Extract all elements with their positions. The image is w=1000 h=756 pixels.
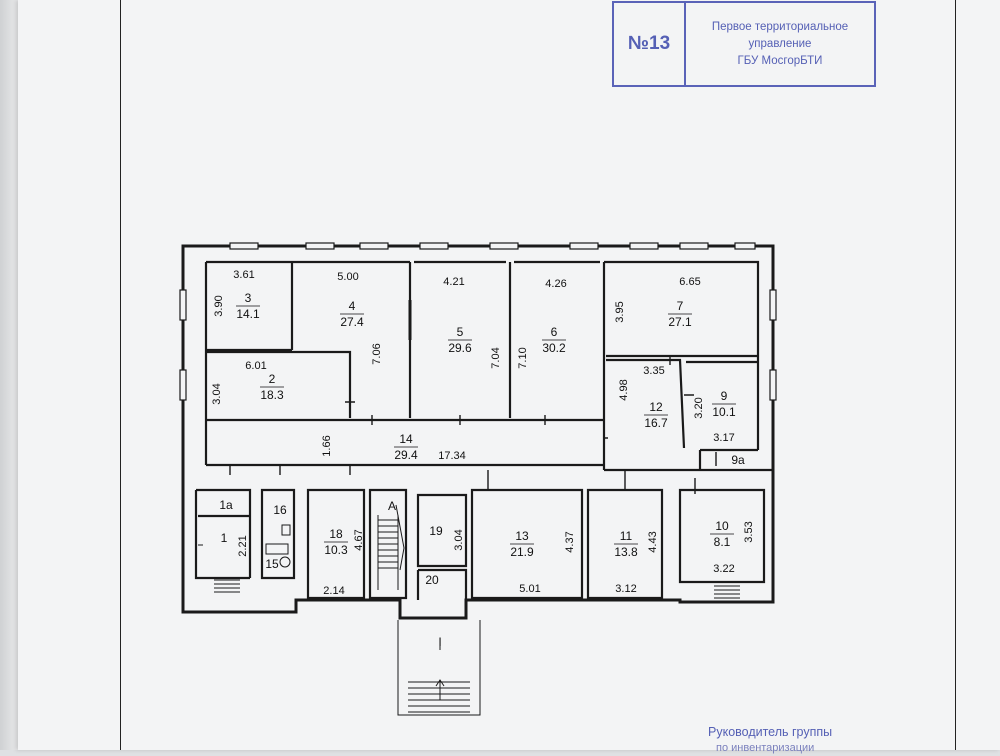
dim-17-34: 17.34 xyxy=(438,450,466,462)
room-7-number: 7 xyxy=(677,299,684,313)
room-2-number: 2 xyxy=(269,372,276,386)
dim-6-01: 6.01 xyxy=(245,360,266,372)
bath-fixtures xyxy=(198,524,291,568)
dim-4-98: 4.98 xyxy=(618,379,630,400)
org-line-3: ГБУ МосгорБТИ xyxy=(737,54,823,67)
room-14-number: 14 xyxy=(399,432,413,446)
hatches xyxy=(214,300,740,599)
dim-3-61: 3.61 xyxy=(233,269,254,281)
bti-stamp: №13 Первое территориальное управление ГБ… xyxy=(612,1,876,87)
footer-line-1: Руководитель группы xyxy=(708,725,833,739)
dim-4-21: 4.21 xyxy=(443,276,464,288)
room-12-number: 12 xyxy=(649,400,663,414)
room-5-area: 29.6 xyxy=(448,341,472,355)
room-1-label: 1 xyxy=(221,531,228,545)
room-16-label: 16 xyxy=(273,503,287,517)
stair-a-label: A xyxy=(388,499,396,513)
room-11-number: 11 xyxy=(620,529,633,543)
dim-3-17: 3.17 xyxy=(713,432,734,444)
windows-top xyxy=(179,242,777,401)
dim-3-20: 3.20 xyxy=(693,397,705,418)
dim-7-10: 7.10 xyxy=(517,347,529,368)
room-3-number: 3 xyxy=(245,291,252,305)
dim-2-14: 2.14 xyxy=(323,585,344,597)
room-13-number: 13 xyxy=(515,529,529,543)
dim-4-37: 4.37 xyxy=(564,531,576,552)
room-11-area: 13.8 xyxy=(614,545,638,559)
room-labels: 3 14.1 4 27.4 5 29.6 6 30.2 7 27.1 2 18.… xyxy=(236,291,736,559)
room-20-label: 20 xyxy=(425,573,439,587)
dim-7-06: 7.06 xyxy=(371,343,383,364)
stairs xyxy=(377,504,481,716)
room-14-area: 29.4 xyxy=(394,448,418,462)
room-9a-label: 9a xyxy=(731,453,745,467)
room-18-number: 18 xyxy=(329,527,343,541)
dimension-labels: 3.61 5.00 4.21 4.26 6.65 6.01 3.35 3.17 … xyxy=(211,269,755,597)
dim-3-53: 3.53 xyxy=(743,521,755,542)
room-19-label: 19 xyxy=(429,524,443,538)
org-line-2: управление xyxy=(748,37,812,50)
dim-5-01: 5.01 xyxy=(519,583,540,595)
room-4-number: 4 xyxy=(349,299,356,313)
dim-4-67: 4.67 xyxy=(353,529,365,550)
single-room-labels: 1a 1 16 15 19 20 9a A I xyxy=(219,453,745,649)
dim-3-22: 3.22 xyxy=(713,563,734,575)
sheet-number: №13 xyxy=(614,3,686,85)
org-line-1: Первое территориальное xyxy=(711,20,849,33)
outer-walls xyxy=(181,244,775,620)
room-18-area: 10.3 xyxy=(324,543,348,557)
entrance-label: I xyxy=(438,635,441,649)
organization-name: Первое территориальное управление ГБУ Мо… xyxy=(686,3,874,85)
dim-3-95: 3.95 xyxy=(614,301,626,322)
room-1a-label: 1a xyxy=(219,498,233,512)
dim-4-26: 4.26 xyxy=(545,278,566,290)
dim-4-43: 4.43 xyxy=(647,531,659,552)
room-13-area: 21.9 xyxy=(510,545,534,559)
room-10-number: 10 xyxy=(715,519,729,533)
dim-3-35: 3.35 xyxy=(643,365,664,377)
drawing-frame xyxy=(120,0,956,750)
room-3-area: 14.1 xyxy=(236,307,260,321)
room-2-area: 18.3 xyxy=(260,388,284,402)
room-6-number: 6 xyxy=(551,325,558,339)
room-12-area: 16.7 xyxy=(644,416,668,430)
room-4-area: 27.4 xyxy=(340,315,364,329)
room-9-number: 9 xyxy=(721,389,728,403)
room-6-area: 30.2 xyxy=(542,341,566,355)
dim-3-04-b: 3.04 xyxy=(453,529,465,550)
room-9-area: 10.1 xyxy=(712,405,736,419)
dim-6-65: 6.65 xyxy=(679,276,700,288)
dim-2-21: 2.21 xyxy=(237,535,249,556)
room-5-number: 5 xyxy=(457,325,464,339)
dim-1-66: 1.66 xyxy=(321,435,333,456)
room-15-label: 15 xyxy=(265,557,279,571)
footer-line-2: по инвентаризации xyxy=(716,742,815,754)
signature-block: Руководитель группы по инвентаризации xyxy=(708,724,832,756)
dim-7-04: 7.04 xyxy=(490,347,502,368)
room-7-area: 27.1 xyxy=(668,315,692,329)
interior-walls xyxy=(194,260,773,600)
dim-3-04: 3.04 xyxy=(211,383,223,404)
door-marks xyxy=(229,285,717,494)
dim-5-00: 5.00 xyxy=(337,271,358,283)
dim-3-12: 3.12 xyxy=(615,583,636,595)
dim-3-90: 3.90 xyxy=(213,295,225,316)
room-10-area: 8.1 xyxy=(714,535,731,549)
